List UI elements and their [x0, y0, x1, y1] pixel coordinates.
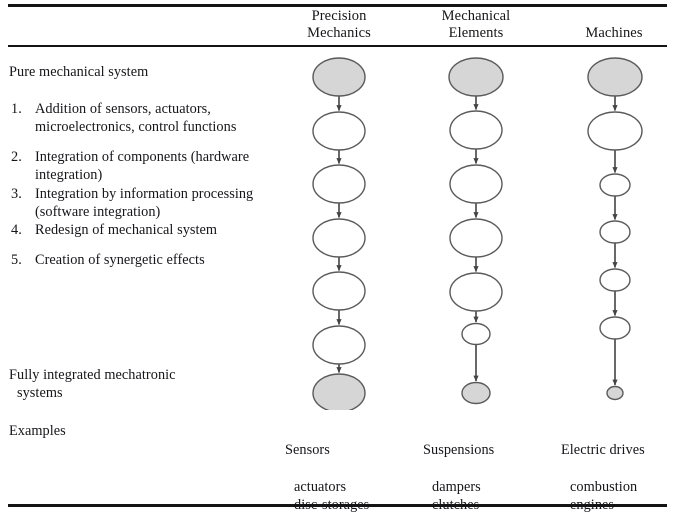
flow-node-1-shaded — [312, 57, 366, 97]
examples-rest-lines: dampers clutches gears brakes — [432, 478, 481, 514]
flow-node-7-shaded — [606, 385, 624, 401]
integration-steps-list: 1. Addition of sensors, actuators, microe… — [9, 100, 285, 269]
flow-column-machines — [555, 50, 675, 410]
step-text: Creation of synergetic effects — [35, 251, 205, 268]
examples-first-line: Suspensions — [423, 441, 495, 458]
step-text: Integration by information processing (s… — [35, 185, 254, 221]
examples-rest-lines: combustion engines mach. tools robots — [570, 478, 638, 514]
examples-mechanical-elements: Suspensions dampers clutches gears brake… — [423, 422, 558, 515]
column-header-line1: Precision — [311, 8, 367, 24]
rule-top — [8, 4, 667, 7]
flow-node-3 — [599, 173, 631, 197]
column-header-precision-mechanics: Precision Mechanics — [283, 8, 395, 42]
column-header-machines: Machines — [558, 25, 670, 42]
step-number: 5. — [11, 251, 22, 268]
label-line1: Fully integrated mechatronic — [9, 367, 176, 383]
step-number: 3. — [11, 185, 22, 202]
examples-machines: Electric drives combustion engines mach.… — [561, 422, 675, 515]
step-number: 2. — [11, 148, 22, 165]
label-line2: systems — [17, 385, 63, 402]
examples-first-line: Electric drives — [561, 441, 645, 458]
flow-node-4 — [312, 218, 366, 258]
flow-column-mechanical-elements — [416, 50, 536, 410]
label-fully-integrated-mechatronic-systems: Fully integrated mechatronic systems — [9, 366, 279, 403]
step-number: 4. — [11, 222, 22, 239]
examples-precision-mechanics: Sensors actuators disc-storages cameras — [285, 422, 415, 515]
step-text: Addition of sensors, actuators, microele… — [35, 101, 237, 136]
column-header-line1: Mechanical — [441, 8, 511, 24]
column-header-mechanical-elements: Mechanical Elements — [420, 8, 532, 42]
integration-step-1: 1. Addition of sensors, actuators, microe… — [9, 100, 285, 137]
column-header-line1: Machines — [585, 25, 643, 41]
integration-step-4: 4. Redesign of mechanical system — [9, 221, 285, 239]
flow-node-6 — [312, 325, 366, 365]
flow-node-4 — [599, 220, 631, 244]
flow-node-2 — [587, 111, 643, 151]
flow-column-precision-mechanics — [279, 50, 399, 413]
step-text: Integration of components (hardware inte… — [35, 148, 250, 184]
flow-node-4 — [449, 218, 503, 258]
integration-step-5: 5. Creation of synergetic effects — [9, 251, 285, 269]
step-number: 1. — [11, 101, 22, 117]
rule-bottom — [8, 504, 667, 507]
flow-node-5 — [449, 272, 503, 312]
examples-first-line: Sensors — [285, 441, 330, 458]
flow-chain-machines — [587, 57, 643, 401]
flow-node-2 — [449, 110, 503, 150]
rule-header-separator — [8, 45, 667, 47]
flow-node-5 — [599, 268, 631, 292]
flow-node-7-shaded — [312, 373, 366, 413]
integration-step-3: 3. Integration by information processing … — [9, 185, 285, 222]
label-pure-mechanical-system: Pure mechanical system — [9, 64, 149, 80]
flow-node-3 — [312, 164, 366, 204]
flow-chain-precision-mechanics — [312, 57, 366, 413]
flow-chain-mechanical-elements — [448, 57, 504, 405]
flow-node-3 — [449, 164, 503, 204]
step-text: Redesign of mechanical system — [35, 222, 218, 239]
flow-node-6 — [461, 322, 491, 346]
column-header-line2: Mechanics — [307, 25, 371, 41]
flow-node-1-shaded — [587, 57, 643, 97]
flow-node-2 — [312, 111, 366, 151]
flow-node-1-shaded — [448, 57, 504, 97]
flow-node-7-shaded — [461, 381, 491, 405]
examples-rest-lines: actuators disc-storages cameras — [294, 478, 370, 514]
flow-node-5 — [312, 271, 366, 311]
flow-node-6 — [599, 316, 631, 340]
integration-step-2: 2. Integration of components (hardware in… — [9, 148, 285, 185]
label-examples: Examples — [9, 423, 66, 439]
column-header-line2: Elements — [448, 25, 504, 41]
